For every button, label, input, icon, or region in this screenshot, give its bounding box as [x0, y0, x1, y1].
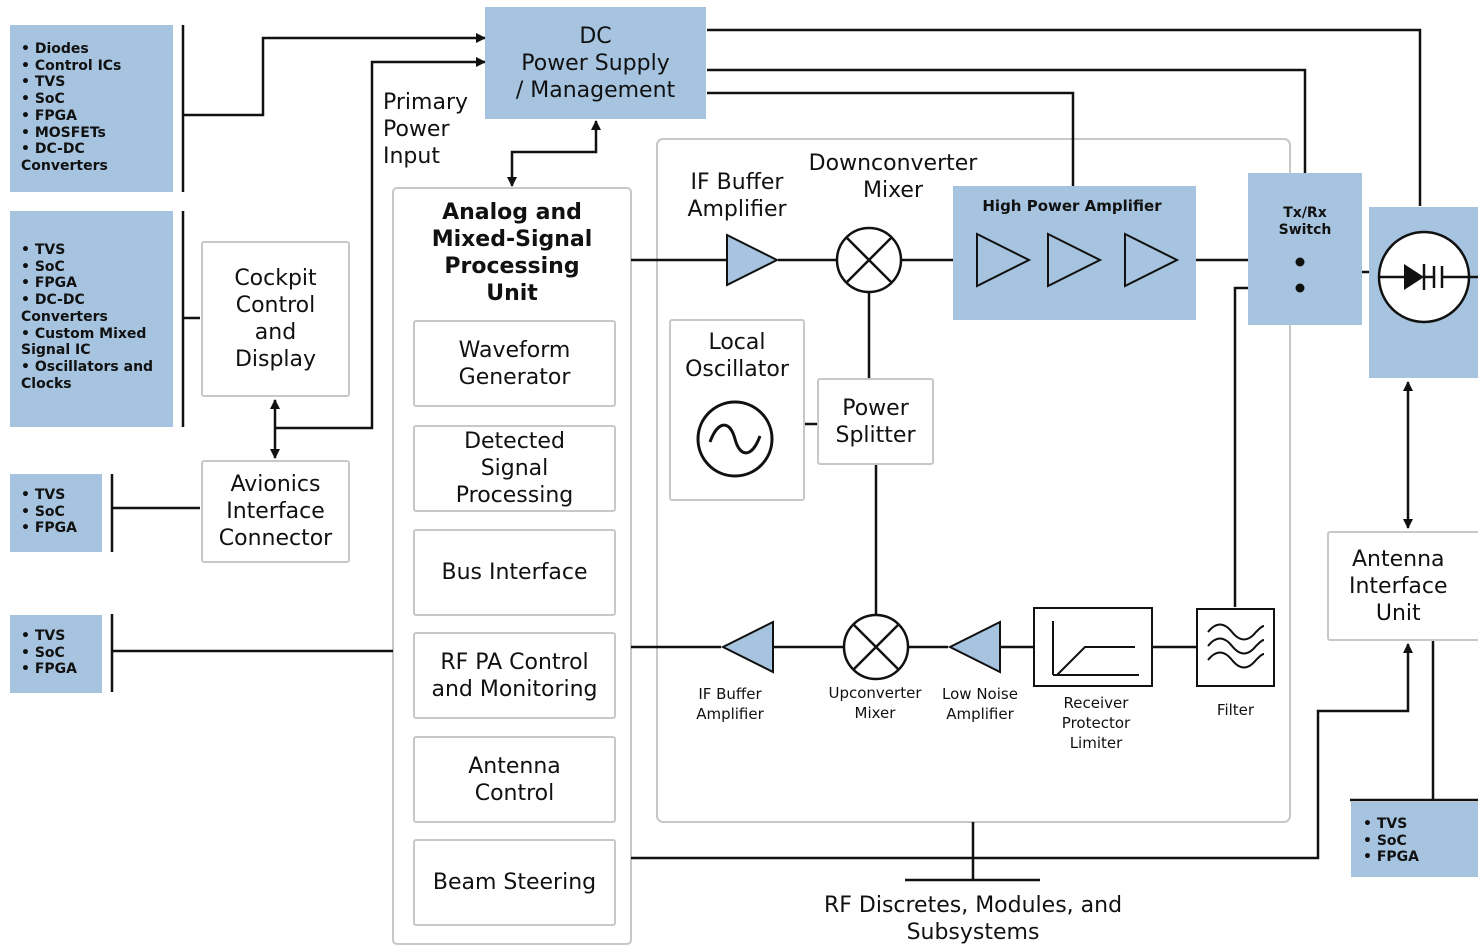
hpa-label: High Power Amplifier: [982, 197, 1162, 215]
rfpa-label: RF PA Control and Monitoring: [431, 649, 598, 702]
limiter-curve-icon: [1052, 621, 1139, 676]
lna-label: Low Noise Amplifier: [942, 685, 1018, 723]
list-item: • SoC: [1363, 832, 1407, 849]
detected-label: Detected Signal Processing: [455, 429, 574, 508]
cockpit-parts-box: [10, 211, 173, 427]
list-item: • TVS: [1363, 816, 1408, 832]
filter-block: [1196, 608, 1275, 687]
hpa-amplifier-icons: [976, 232, 1180, 288]
filter-label: Filter: [1216, 701, 1255, 719]
bus-label: Bus Interface: [441, 560, 588, 585]
sine-wave-icon: [696, 400, 774, 478]
dc-power-supply-label: DC Power Supply / Management: [515, 23, 676, 103]
power-parts-list: • Diodes • Control ICs • TVS • SoC • FPG…: [21, 41, 171, 175]
list-item: • FPGA: [21, 107, 77, 124]
power-splitter-block: Power Splitter: [817, 378, 934, 465]
antenna-parts-list: • TVS • SoC • FPGA: [1363, 816, 1463, 866]
list-item: • FPGA: [21, 520, 77, 537]
processing-unit-title: Analog and Mixed-Signal Processing Unit: [431, 200, 593, 306]
list-item: • FPGA: [21, 275, 77, 292]
list-item: • TVS: [21, 242, 66, 258]
switch-icon: [1295, 257, 1305, 293]
list-item: • SoC: [21, 644, 65, 661]
downconverter-label: Downconverter Mixer: [808, 151, 978, 203]
antenna-diode-icon: [1377, 230, 1478, 324]
list-item: • TVS: [21, 628, 66, 644]
list-item: • Custom Mixed Signal IC: [21, 325, 147, 359]
cockpit-parts-list: • TVS • SoC • FPGA • DC-DC Converters • …: [21, 242, 171, 392]
upconverter-label: Upconverter Mixer: [828, 684, 922, 722]
antenna-parts-box: [1351, 802, 1478, 877]
list-item: • SoC: [21, 503, 65, 520]
receiver-protector-block: [1033, 607, 1153, 687]
avionics-label: Avionics Interface Connector: [218, 472, 333, 551]
dc-power-supply-block: DC Power Supply / Management: [485, 7, 706, 119]
if-buffer-bottom-amplifier-icon: [720, 620, 774, 674]
detected-signal-processing-block: Detected Signal Processing: [413, 425, 616, 512]
bus-interface-block: Bus Interface: [413, 529, 616, 616]
list-item: • Control ICs: [21, 57, 122, 74]
list-item: • MOSFETs: [21, 124, 106, 141]
list-item: • FPGA: [21, 661, 77, 678]
rf-pa-control-block: RF PA Control and Monitoring: [413, 632, 616, 719]
waveform-generator-block: Waveform Generator: [413, 320, 616, 407]
power-parts-box: [10, 25, 173, 192]
low-noise-amplifier-icon: [947, 620, 1001, 674]
list-item: • SoC: [21, 91, 65, 108]
processing-parts-box: [10, 615, 102, 693]
filter-icon: [1207, 623, 1265, 669]
antenna-interface-unit-block: Antenna Interface Unit: [1327, 531, 1478, 641]
waveform-label: Waveform Generator: [458, 337, 571, 390]
list-item: • Oscillators and Clocks: [21, 358, 154, 392]
power-splitter-label: Power Splitter: [835, 395, 916, 448]
beam-steering-block: Beam Steering: [413, 839, 616, 926]
txrx-switch-block: [1248, 173, 1362, 325]
antenna-control-block: Antenna Control: [413, 736, 616, 823]
avionics-parts-list: • TVS • SoC • FPGA: [21, 487, 101, 537]
list-item: • FPGA: [1363, 849, 1419, 866]
list-item: • TVS: [21, 487, 66, 503]
upconverter-mixer-icon: [842, 613, 910, 681]
primary-power-input-label: Primary Power Input: [383, 90, 469, 169]
beam-label: Beam Steering: [432, 870, 597, 895]
local-oscillator-label: Local Oscillator: [685, 330, 789, 382]
avionics-parts-box: [10, 474, 102, 552]
if-buffer-bottom-label: IF Buffer Amplifier: [696, 685, 764, 723]
cockpit-label: Cockpit Control and Display: [234, 266, 317, 372]
processing-parts-list: • TVS • SoC • FPGA: [21, 628, 101, 678]
list-item: • TVS: [21, 74, 66, 91]
cockpit-control-display-block: Cockpit Control and Display: [201, 241, 350, 397]
list-item: • DC-DC Converters: [21, 292, 108, 325]
if-buffer-top-label: IF Buffer Amplifier: [687, 170, 787, 222]
antenna-interface-label: Antenna Interface Unit: [1349, 546, 1448, 626]
txrx-switch-label: Tx/Rx Switch: [1278, 205, 1332, 238]
list-item: • SoC: [21, 258, 65, 275]
receiver-protector-label: Receiver Protector Limiter: [1061, 694, 1131, 752]
list-item: • Diodes: [21, 41, 89, 57]
if-buffer-top-amplifier-icon: [726, 233, 780, 287]
downconverter-mixer-icon: [835, 226, 903, 294]
list-item: • DC-DC Converters: [21, 141, 108, 174]
avionics-interface-connector-block: Avionics Interface Connector: [201, 460, 350, 563]
antenna-control-label: Antenna Control: [468, 753, 561, 806]
rf-discretes-label: RF Discretes, Modules, and Subsystems: [823, 893, 1123, 945]
